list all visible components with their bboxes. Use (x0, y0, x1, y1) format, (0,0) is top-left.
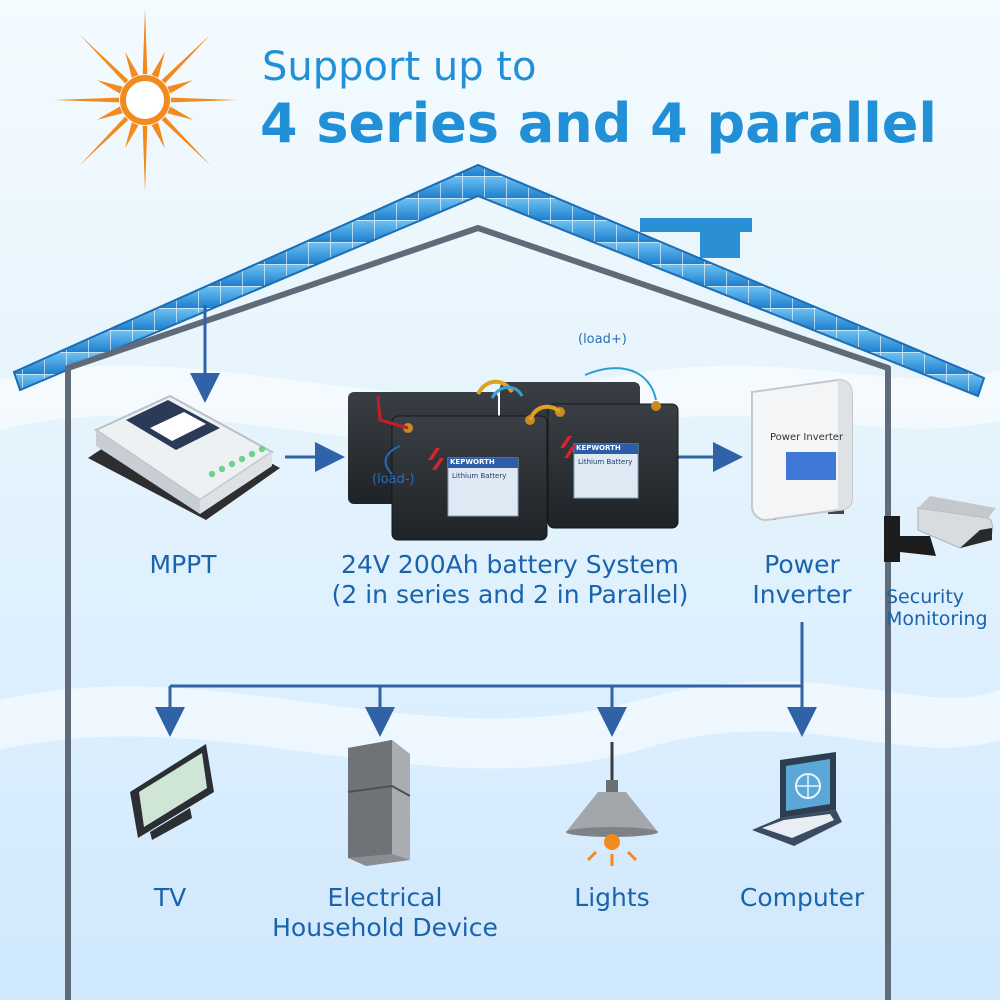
mppt-label: MPPT (149, 550, 217, 579)
load-plus-label: (load+) (578, 332, 627, 347)
sun-ray (142, 8, 148, 75)
sun-ray (79, 34, 129, 84)
lights-label: Lights (574, 883, 650, 912)
sun-icon (53, 8, 237, 192)
sun-ray (79, 116, 129, 166)
connector-arrows (155, 305, 817, 737)
title-line-1: Support up to (262, 44, 537, 90)
household-device-line-2: Household Device (272, 913, 498, 942)
house-outline (65, 225, 891, 1000)
sun-ray (151, 51, 165, 78)
title-line-2: 4 series and 4 parallel (260, 92, 937, 155)
security-camera-icon (884, 496, 996, 562)
sun-ray (125, 51, 139, 78)
sun-ray (125, 122, 139, 149)
load-minus-label: (load-) (372, 472, 415, 487)
power-inverter-line-2: Inverter (752, 580, 852, 609)
tv-label: TV (153, 883, 187, 912)
battery-system-label: 24V 200Ah battery System (2 in series an… (310, 550, 710, 610)
battery-type-left: Lithium Battery (452, 472, 507, 480)
sun-ray (142, 125, 148, 192)
sun-ray (170, 97, 237, 103)
security-monitoring-label: Security Monitoring (886, 586, 1000, 630)
power-inverter-label: Power Inverter (732, 550, 872, 610)
power-inverter-line-1: Power (764, 550, 840, 579)
battery-brand-right: KEPWORTH (576, 444, 621, 452)
battery-bank-icon (348, 367, 679, 541)
solar-roof (12, 163, 986, 398)
sun-ray (167, 80, 194, 94)
sun-ray (151, 122, 165, 149)
sun-ray (96, 80, 123, 94)
household-device-line-1: Electrical (327, 883, 443, 912)
battery-system-line-2: (2 in series and 2 in Parallel) (331, 580, 689, 609)
distribution-line (170, 622, 804, 688)
sun-ray (96, 106, 123, 120)
refrigerator-icon (347, 740, 411, 866)
laptop-icon (752, 752, 842, 846)
lamp-icon (566, 742, 658, 866)
sun-ray (161, 34, 211, 84)
household-device-label: Electrical Household Device (260, 883, 510, 943)
battery-system-line-1: 24V 200Ah battery System (341, 550, 679, 579)
inverter-panel-text: Power Inverter (770, 432, 844, 443)
battery-brand-left: KEPWORTH (450, 458, 495, 466)
computer-label: Computer (739, 883, 865, 912)
power-inverter-icon (751, 378, 853, 522)
sun-ray (167, 106, 194, 120)
mppt-controller-icon (88, 394, 280, 520)
security-line-2: Monitoring (886, 608, 988, 630)
battery-type-right: Lithium Battery (578, 458, 633, 466)
sun-ray (161, 116, 211, 166)
sun-ray (53, 97, 120, 103)
tv-icon (130, 744, 214, 840)
security-line-1: Security (886, 586, 965, 608)
